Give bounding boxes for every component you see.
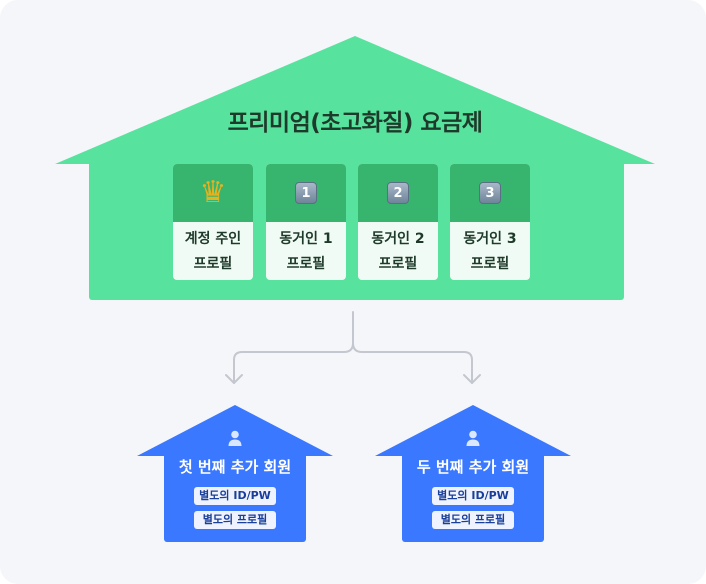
profile-card-label: 동거인 3 프로필 [450,222,530,277]
arrow-down-icon [225,374,243,384]
person-icon [466,430,480,446]
profile-card-owner: ♛ 계정 주인 프로필 [173,164,253,280]
profile-name: 동거인 1 [279,231,333,247]
keycap-3-icon: 3 [479,182,501,204]
keycap-1-icon: 1 [295,182,317,204]
profile-kind: 프로필 [378,256,418,272]
arrow-down-icon [463,374,481,384]
person-icon [228,430,242,446]
profile-kind: 프로필 [286,256,326,272]
member-title: 두 번째 추가 회원 [416,458,530,476]
profile-card-label: 계정 주인 프로필 [173,222,253,277]
profile-card-header: 1 [266,164,346,222]
tag-separate-profile: 별도의 프로필 [194,511,276,529]
connector-branch-right [352,342,473,384]
profile-card-housemate-3: 3 동거인 3 프로필 [450,164,530,280]
profile-card-housemate-2: 2 동거인 2 프로필 [358,164,438,280]
profile-kind: 프로필 [470,256,510,272]
member-title: 첫 번째 추가 회원 [178,458,292,476]
profile-name: 계정 주인 [184,231,242,247]
tag-separate-id-pw: 별도의 ID/PW [194,487,276,505]
premium-plan-house: 프리미엄(초고화질) 요금제 ♛ 계정 주인 프로필 1 동거인 1 프로필 2… [55,36,655,300]
profile-name: 동거인 3 [463,231,517,247]
profile-card-label: 동거인 2 프로필 [358,222,438,277]
profile-name: 동거인 2 [371,231,425,247]
crown-icon: ♛ [199,175,227,210]
profile-card-header: 2 [358,164,438,222]
profile-card-header: ♛ [173,164,253,222]
keycap-2-icon: 2 [387,182,409,204]
plan-title: 프리미엄(초고화질) 요금제 [227,110,483,136]
extra-member-house-1: 첫 번째 추가 회원 별도의 ID/PW 별도의 프로필 [137,405,333,542]
connector-trunk [233,311,354,384]
tag-separate-profile: 별도의 프로필 [432,511,514,529]
profile-kind: 프로필 [193,256,233,272]
profile-card-label: 동거인 1 프로필 [266,222,346,277]
tag-separate-id-pw: 별도의 ID/PW [432,487,514,505]
profile-card-housemate-1: 1 동거인 1 프로필 [266,164,346,280]
profile-card-header: 3 [450,164,530,222]
extra-member-house-2: 두 번째 추가 회원 별도의 ID/PW 별도의 프로필 [375,405,571,542]
